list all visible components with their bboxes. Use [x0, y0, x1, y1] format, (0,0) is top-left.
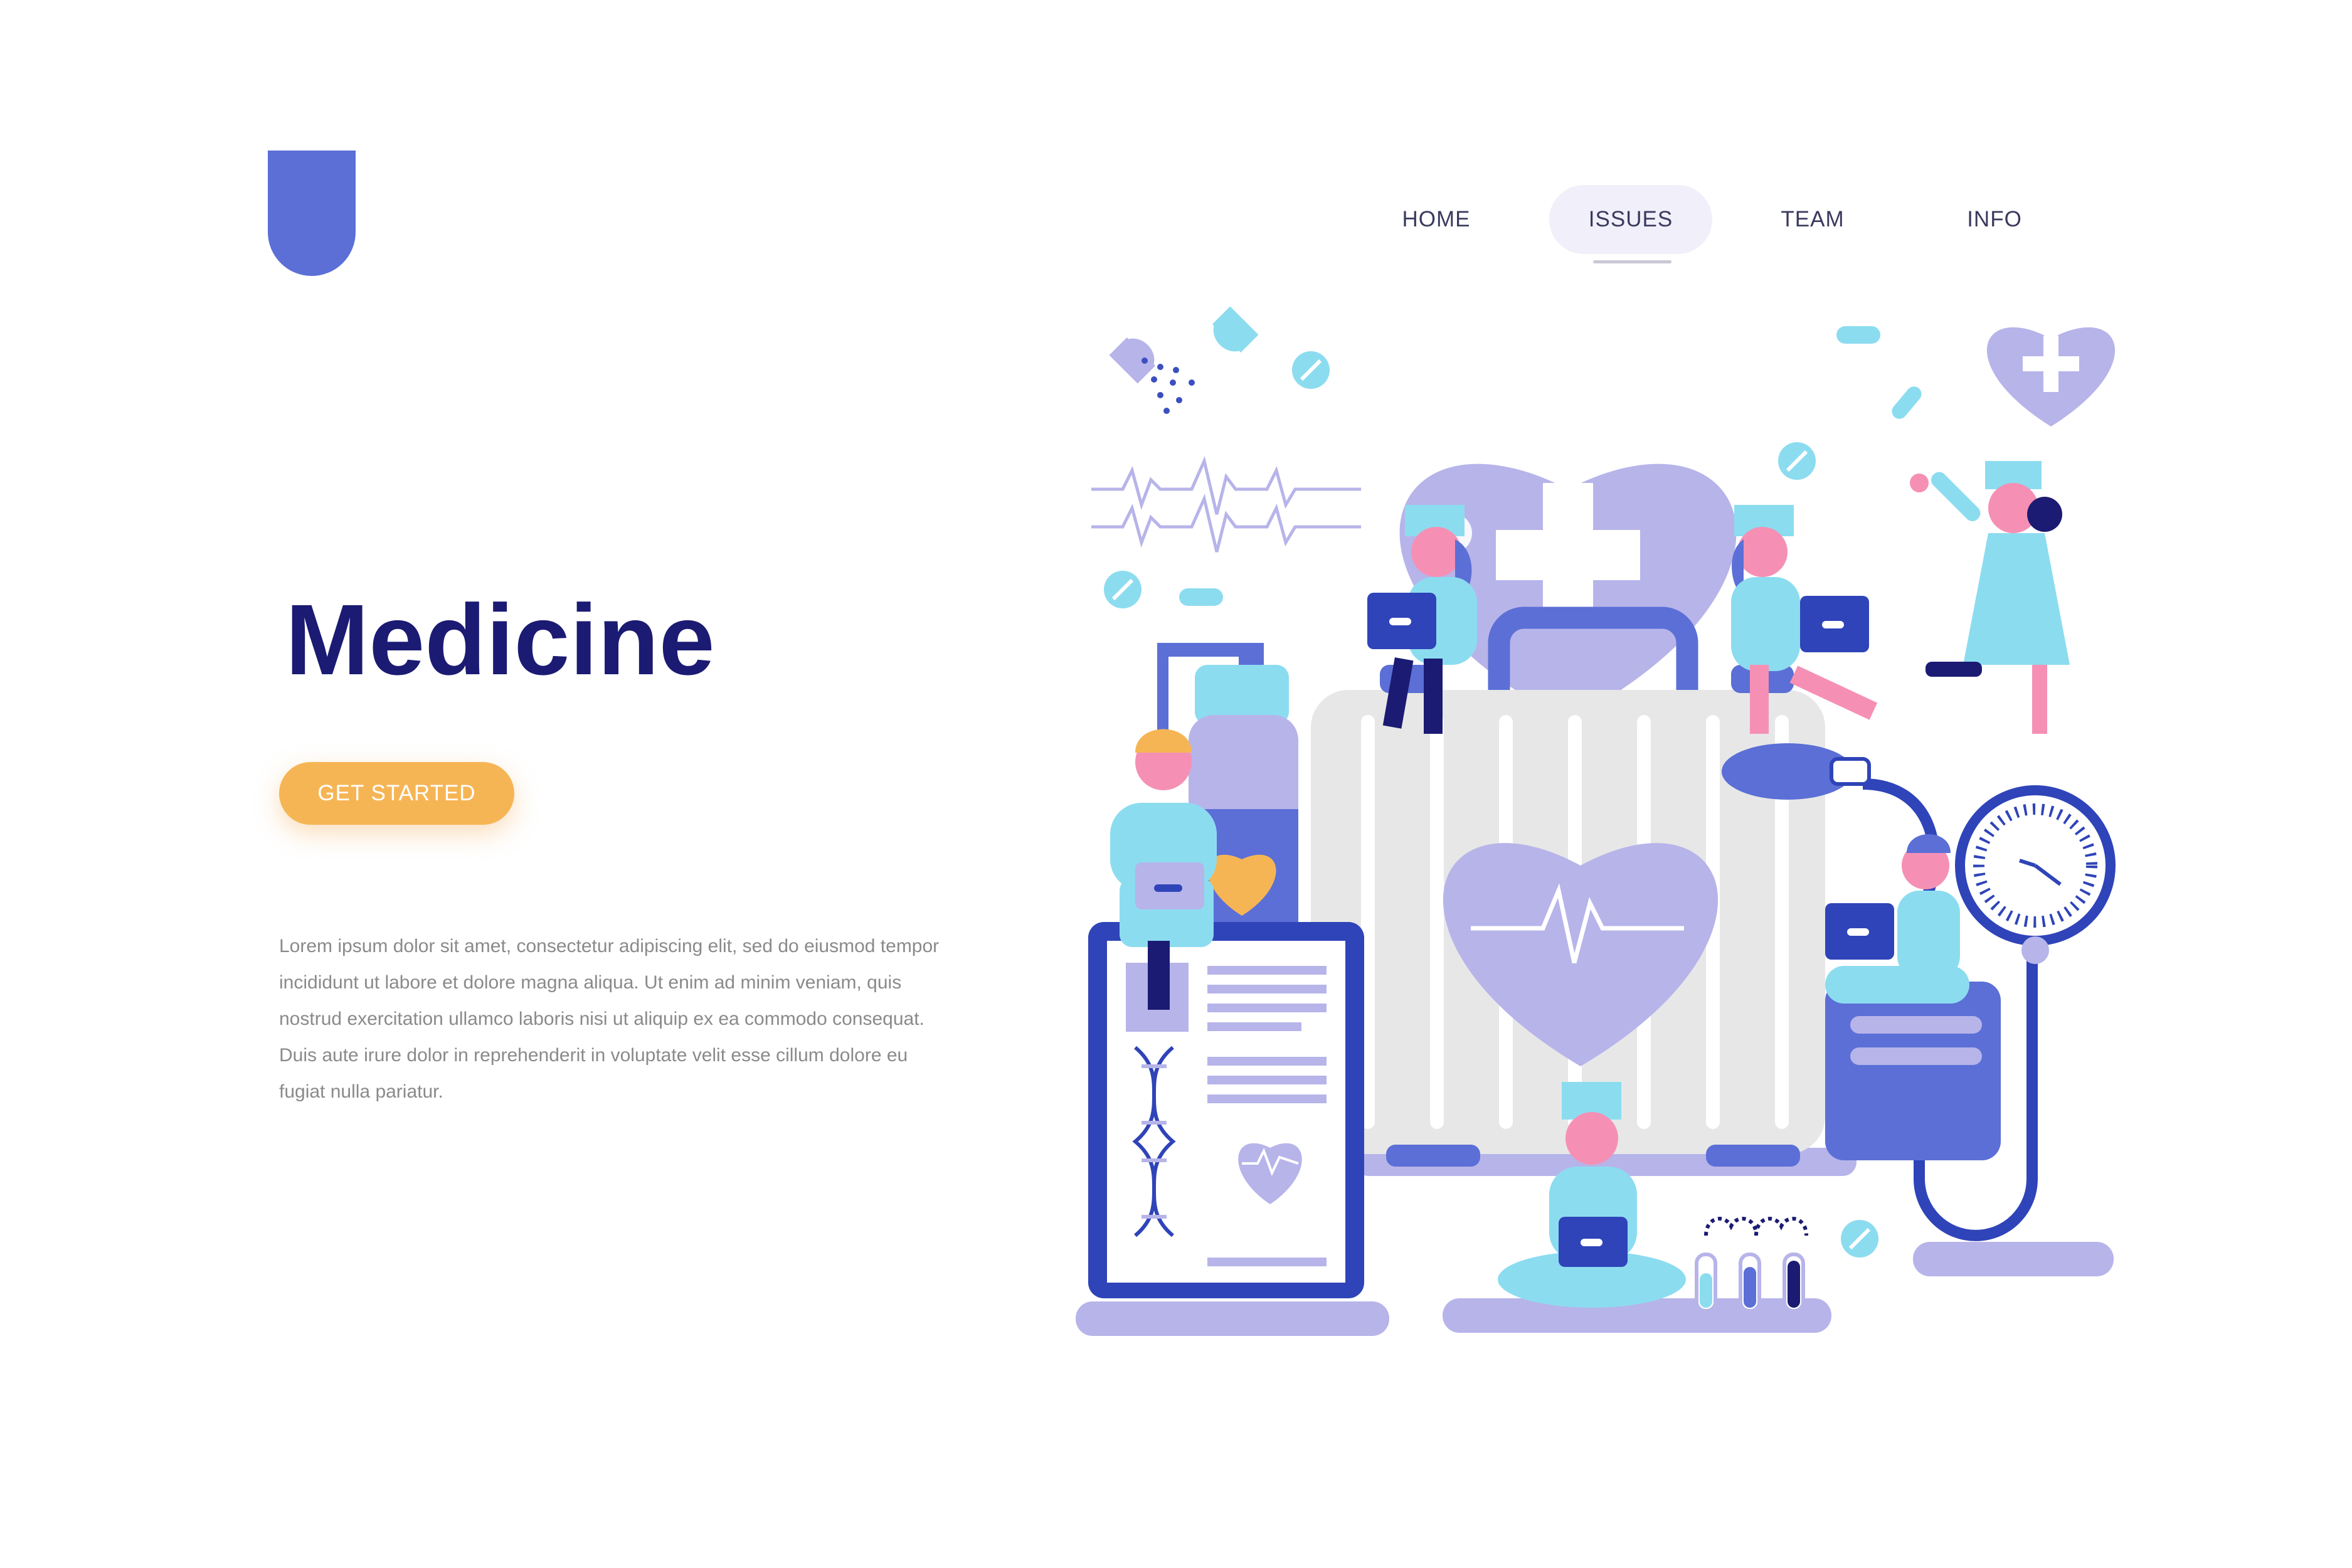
heartbeat-icon — [1091, 494, 1361, 553]
heart-cross-icon — [1986, 327, 2116, 426]
doctor-figure — [1498, 1082, 1686, 1308]
gauge-knob — [2021, 936, 2049, 964]
page-title: Medicine — [285, 583, 715, 696]
medical-illustration — [1076, 306, 2116, 1336]
nurse-figure — [1825, 834, 1969, 1004]
get-started-button[interactable]: GET STARTED — [279, 762, 514, 825]
gauge-icon — [1955, 785, 2116, 946]
nurse-figure — [1910, 461, 2070, 734]
hero-description: Lorem ipsum dolor sit amet, consectetur … — [279, 936, 940, 1102]
pressure-cuff — [1825, 982, 2001, 1160]
clipboard-icon — [1088, 922, 1364, 1298]
brand-logo-icon[interactable] — [268, 151, 356, 276]
suitcase-foot — [1386, 1145, 1480, 1167]
nurse-figure — [1731, 505, 1878, 734]
heartbeat-heart-icon — [1443, 843, 1719, 1066]
nurse-figure — [1367, 505, 1477, 734]
ground-bar — [1443, 1298, 1831, 1333]
heartbeat-icon — [1091, 456, 1361, 515]
round-pill-icon — [1778, 442, 1816, 480]
round-pill-icon — [1841, 1220, 1878, 1258]
test-tubes-icon — [1695, 1217, 1808, 1313]
ground-bar — [1076, 1301, 1389, 1336]
round-pill-icon — [1292, 351, 1330, 389]
pill-dots — [1142, 358, 1195, 414]
suitcase-foot — [1706, 1145, 1800, 1167]
capsule-icon — [1892, 386, 1922, 419]
stethoscope-chest — [1722, 743, 1853, 800]
pill-icon — [1109, 337, 1156, 384]
nav-issues[interactable]: ISSUES — [1549, 185, 1712, 254]
round-pill-icon — [1104, 571, 1142, 608]
ground-bar — [1913, 1242, 2114, 1276]
capsule-icon — [1836, 326, 1880, 344]
main-nav: HOME ISSUES TEAM INFO — [1367, 185, 2082, 263]
pill-icon — [1212, 306, 1259, 353]
nav-home[interactable]: HOME — [1402, 207, 1471, 231]
nav-team[interactable]: TEAM — [1781, 207, 1845, 231]
nav-active-underline — [1593, 260, 1671, 263]
doctor-figure — [1110, 729, 1217, 1010]
dna-icon — [1132, 1046, 1176, 1237]
capsule-icon — [1179, 588, 1223, 606]
gauge-tube — [1914, 935, 2038, 1241]
nav-info[interactable]: INFO — [1967, 207, 2022, 231]
